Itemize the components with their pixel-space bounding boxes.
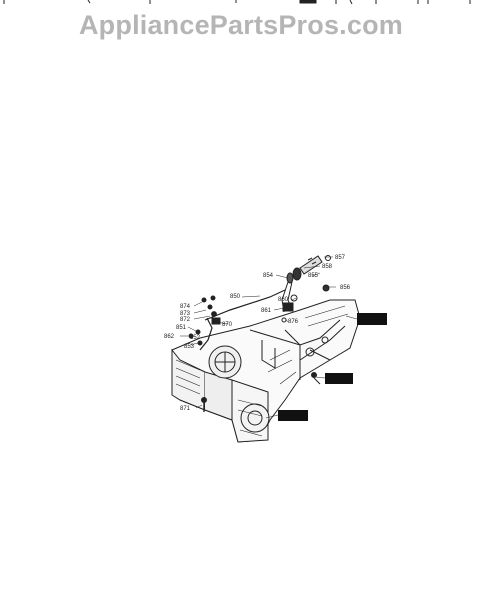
label-870: 870 <box>222 322 233 328</box>
control-rod <box>199 289 286 351</box>
chute-crank-assembly <box>281 255 331 323</box>
label-871: 871 <box>180 406 191 412</box>
label-861: 861 <box>261 308 272 314</box>
leader-lines <box>180 256 336 409</box>
label-876: 876 <box>288 319 299 325</box>
label-862: 862 <box>164 334 175 340</box>
label-874: 874 <box>180 304 191 310</box>
label-873: 873 <box>180 311 191 317</box>
label-856: 856 <box>340 285 351 291</box>
label-854: 854 <box>263 273 274 279</box>
label-855: 855 <box>308 273 319 279</box>
label-851: 851 <box>176 325 187 331</box>
label-872: 872 <box>180 317 191 323</box>
watermark-text: AppliancePartsPros.com <box>78 10 403 40</box>
left-fasteners <box>188 295 321 412</box>
snowthrower-housing <box>171 299 361 443</box>
label-857: 857 <box>335 255 346 261</box>
label-858: 858 <box>322 264 333 270</box>
label-850: 850 <box>230 294 241 300</box>
label-852: 852 <box>190 335 201 341</box>
part-number-labels: 857 858 854 855 856 850 860 874 873 872 … <box>164 255 351 412</box>
label-853: 853 <box>184 344 195 350</box>
reference-tags <box>265 313 387 421</box>
label-860: 860 <box>278 297 289 303</box>
top-edge-marks <box>3 0 471 5</box>
